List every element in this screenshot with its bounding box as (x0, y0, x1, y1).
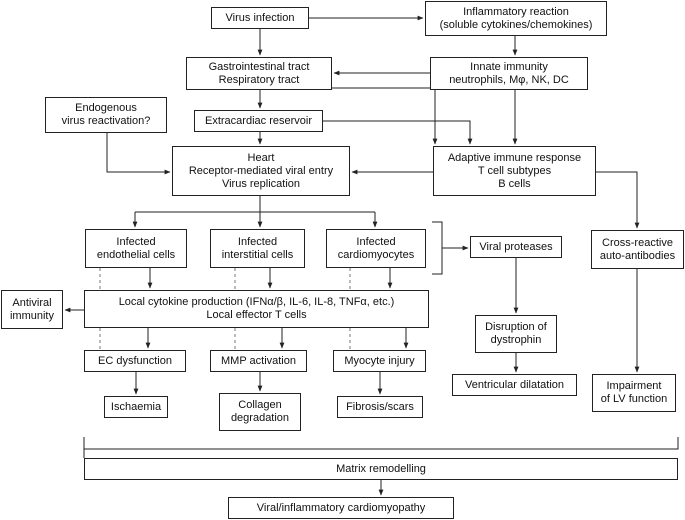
ventricular-dilatation-box: Ventricular dilatation (452, 374, 577, 396)
connector-10 (106, 133, 171, 175)
inflammatory-reaction-box: Inflammatory reaction (soluble cytokines… (425, 1, 607, 36)
connector-16 (432, 221, 443, 275)
viral-cardiomyopathy-box: Viral/inflammatory cardiomyopathy (228, 497, 454, 519)
extracardiac-reservoir-box: Extracardiac reservoir (194, 110, 323, 132)
virus-infection-box: Virus infection (211, 7, 309, 29)
antiviral-immunity-box: Antiviral immunity (1, 290, 63, 329)
disruption-of-dystrophin-box: Disruption of dystrophin (475, 315, 557, 353)
local-cytokine-production-box: Local cytokine production (IFNα/β, IL-6,… (84, 290, 429, 328)
infected-interstitial-cells-box: Infected interstitial cells (210, 229, 305, 268)
endogenous-reactivation-box: Endogenous virus reactivation? (45, 97, 167, 133)
ec-dysfunction-box: EC dysfunction (84, 350, 186, 372)
connector-8 (323, 120, 473, 145)
mmp-activation-box: MMP activation (210, 350, 307, 372)
fibrosis-scars-box: Fibrosis/scars (337, 396, 423, 418)
ischaemia-box: Ischaemia (104, 396, 168, 418)
infected-endothelial-cells-box: Infected endothelial cells (85, 229, 187, 268)
matrix-remodelling-box: Matrix remodelling (84, 458, 678, 480)
impairment-lv-function-box: Impairment of LV function (592, 374, 676, 412)
cross-reactive-autoantibodies-box: Cross-reactive auto-antibodies (591, 230, 684, 269)
infected-cardiomyocytes-box: Infected cardiomyocytes (326, 229, 426, 268)
connector-20 (596, 171, 640, 229)
collagen-degradation-box: Collagen degradation (219, 393, 301, 431)
connector-6 (332, 87, 438, 145)
adaptive-immune-response-box: Adaptive immune response T cell subtypes… (433, 146, 596, 196)
gi-respiratory-tract-box: Gastrointestinal tract Respiratory tract (186, 57, 332, 90)
myocyte-injury-box: Myocyte injury (333, 350, 426, 372)
connector-38 (83, 437, 679, 450)
heart-box: Heart Receptor-mediated viral entry Viru… (172, 146, 350, 196)
innate-immunity-box: Innate immunity neutrophils, Mφ, NK, DC (430, 57, 588, 90)
viral-proteases-box: Viral proteases (470, 236, 562, 258)
